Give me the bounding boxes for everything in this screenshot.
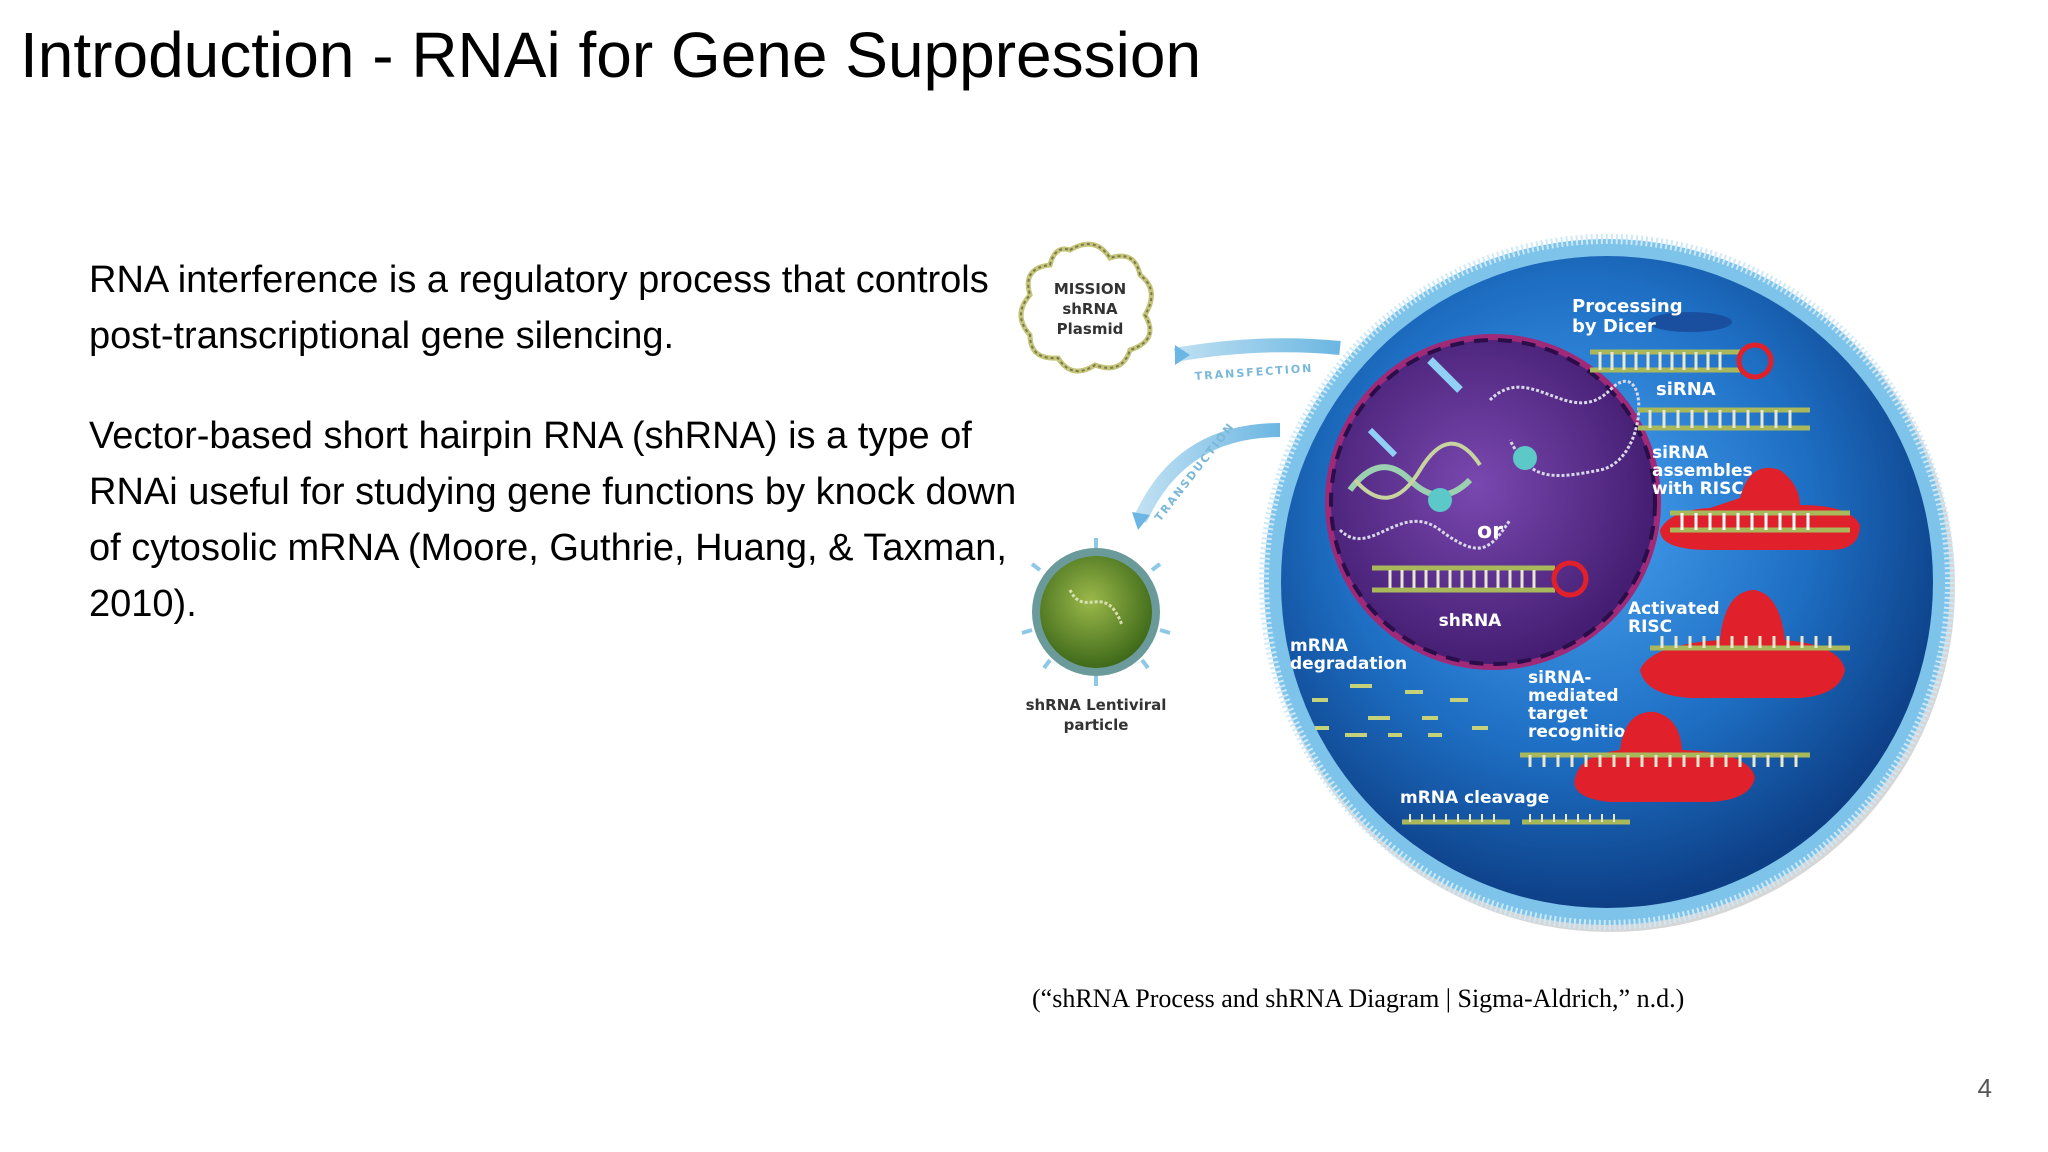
assembles-label-2: assembles bbox=[1652, 461, 1753, 481]
activated-label-2: RISC bbox=[1628, 617, 1672, 637]
slide-title: Introduction - RNAi for Gene Suppression bbox=[20, 19, 1202, 91]
lentiviral-label-1: shRNA Lentiviral bbox=[1026, 696, 1167, 714]
processing-label-1: Processing bbox=[1572, 296, 1683, 317]
processing-label-2: by Dicer bbox=[1572, 316, 1656, 337]
assembles-label-1: siRNA bbox=[1652, 443, 1709, 463]
plasmid-label-3: Plasmid bbox=[1057, 320, 1124, 338]
assembles-label-3: with RISC bbox=[1652, 479, 1744, 499]
recognition-label-1: siRNA- bbox=[1528, 668, 1591, 688]
recognition-label-3: target bbox=[1528, 704, 1588, 724]
activated-risc: Activated RISC bbox=[1628, 590, 1850, 698]
lentiviral-label-2: particle bbox=[1064, 716, 1129, 734]
shrna-process-diagram: or shRNA Processing by Dicer siRNA siRNA… bbox=[1010, 230, 1970, 960]
transduction-arrow: TRANSDUCTION bbox=[1132, 420, 1281, 530]
mrna-cleavage: mRNA cleavage bbox=[1400, 788, 1630, 825]
risc-assembly: siRNA assembles with RISC bbox=[1652, 443, 1860, 550]
plasmid: MISSION shRNA Plasmid bbox=[1018, 241, 1154, 374]
figure-citation: (“shRNA Process and shRNA Diagram | Sigm… bbox=[1032, 984, 1685, 1013]
cleavage-label: mRNA cleavage bbox=[1400, 788, 1549, 808]
or-label: or bbox=[1477, 519, 1503, 544]
shrna-label: shRNA bbox=[1439, 611, 1503, 631]
body-text: RNA interference is a regulatory process… bbox=[89, 252, 1019, 676]
sirna: siRNA bbox=[1638, 379, 1810, 431]
plasmid-label-1: MISSION bbox=[1054, 280, 1126, 298]
degradation-label-1: mRNA bbox=[1290, 636, 1349, 656]
degradation-label-2: degradation bbox=[1290, 654, 1407, 674]
transfection-label: TRANSFECTION bbox=[1194, 362, 1313, 383]
mrna-degradation: mRNA degradation bbox=[1290, 636, 1488, 737]
paragraph-shrna-description: Vector-based short hairpin RNA (shRNA) i… bbox=[89, 415, 1017, 625]
recognition-label-2: mediated bbox=[1528, 686, 1619, 706]
nucleus: or shRNA bbox=[1325, 334, 1661, 670]
target-recognition: siRNA- mediated target recognition bbox=[1520, 668, 1810, 802]
lentiviral-particle: shRNA Lentiviral particle bbox=[1021, 538, 1171, 734]
recognition-label-4: recognition bbox=[1528, 722, 1638, 742]
activated-label-1: Activated bbox=[1628, 599, 1720, 619]
transfection-arrow: TRANSFECTION bbox=[1173, 338, 1341, 383]
page-number: 4 bbox=[1977, 1073, 1992, 1103]
plasmid-label-2: shRNA bbox=[1062, 300, 1118, 318]
paragraph-rnai-definition: RNA interference is a regulatory process… bbox=[89, 259, 989, 357]
shrna-hairpin bbox=[1372, 560, 1589, 598]
sirna-label: siRNA bbox=[1656, 379, 1716, 400]
dicer-processing: Processing by Dicer bbox=[1572, 296, 1774, 380]
